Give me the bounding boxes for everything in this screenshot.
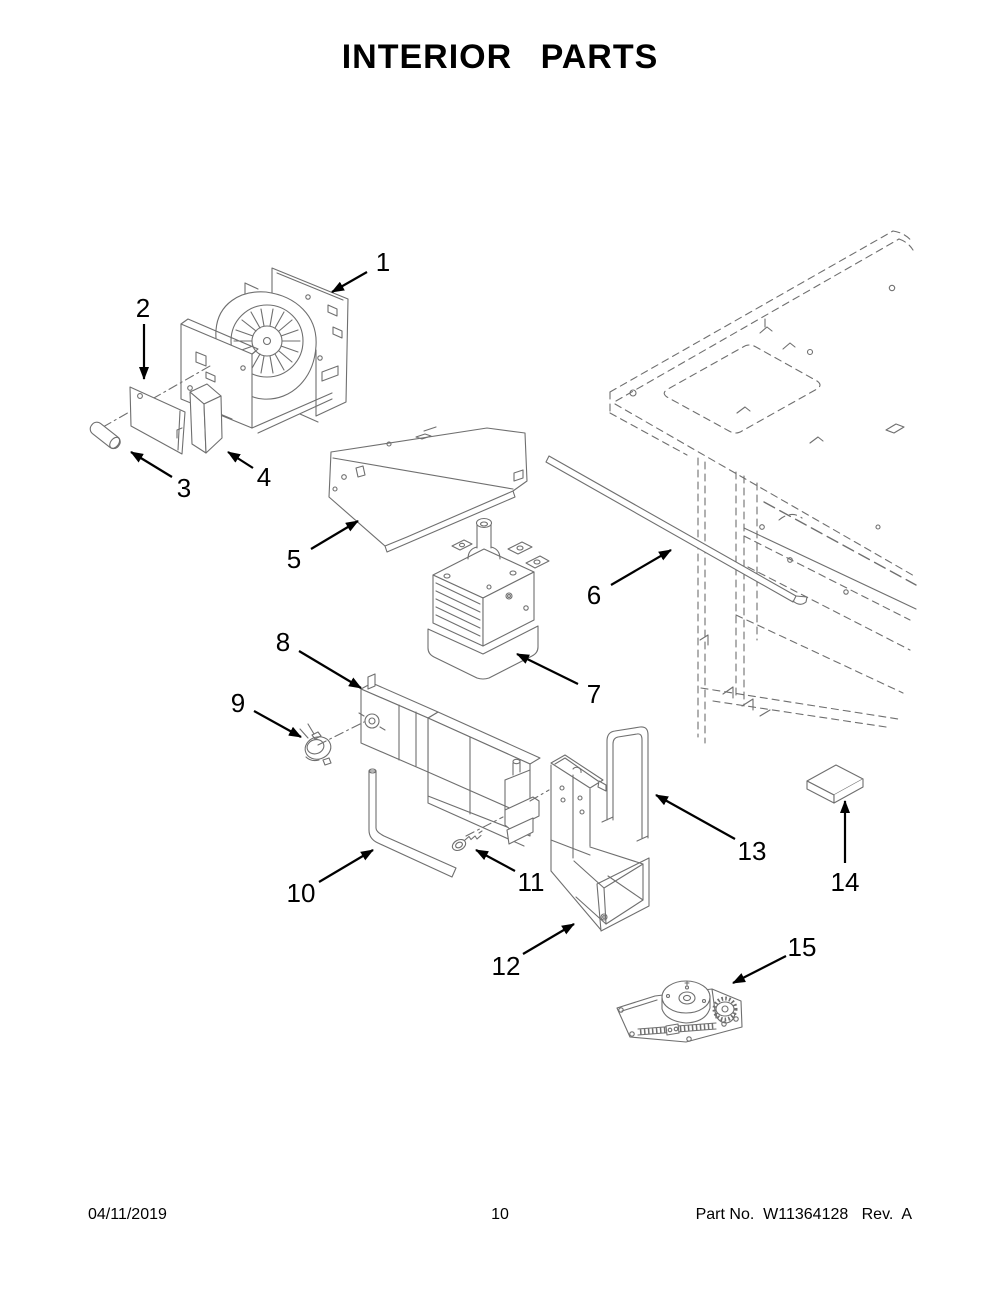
magnetron-drawing (427, 517, 550, 680)
centerline-socket-duct (317, 721, 365, 746)
callout-9-arrow (253, 710, 302, 738)
callout-13-arrow (655, 794, 736, 840)
callout-11-label: 11 (518, 867, 545, 897)
pin-drawing (89, 421, 121, 450)
chassis-frame-drawing (609, 230, 917, 744)
callout-2-label: 2 (136, 293, 150, 323)
callout-5-arrow (310, 520, 359, 550)
pad-drawing (806, 764, 864, 804)
screw-drawing (451, 830, 483, 852)
footer-part-info: Part No. W11364128 Rev. A (695, 1206, 912, 1223)
callout-3-arrow (130, 451, 173, 478)
lamp-socket-drawing (299, 723, 332, 766)
fan-wheel-drawing (233, 308, 301, 374)
tube-drawing (368, 768, 457, 878)
callout-1-label: 1 (376, 247, 390, 277)
callout-3-label: 3 (177, 473, 191, 503)
callout-7-label: 7 (587, 679, 601, 709)
callout-8-arrow (298, 650, 362, 689)
callout-12-arrow (522, 923, 575, 955)
callout-11-arrow (475, 849, 516, 872)
callout-7-arrow (516, 653, 579, 685)
block-drawing (189, 383, 223, 454)
channel-bracket-drawing (601, 726, 649, 842)
callout-15-arrow (732, 955, 787, 984)
air-duct-bracket-drawing (328, 426, 528, 553)
cover-plate-drawing (129, 386, 186, 455)
callout-9-label: 9 (231, 688, 245, 718)
centerline-duct-exhaust (529, 789, 550, 802)
callout-arrows (130, 271, 850, 984)
callout-8-label: 8 (276, 627, 290, 657)
callout-13-label: 13 (738, 836, 767, 866)
support-rod-drawing (545, 455, 808, 605)
centerline-pin-plate (102, 365, 211, 428)
blower-assembly-drawing (180, 267, 349, 434)
callout-6-label: 6 (587, 580, 601, 610)
vent-duct-assembly-drawing (358, 673, 541, 847)
callout-4-arrow (227, 451, 254, 469)
motor-assembly-drawing (616, 980, 743, 1043)
centerline-screw-duct (465, 816, 504, 837)
callout-10-label: 10 (287, 878, 316, 908)
callout-15-label: 15 (788, 932, 817, 962)
callout-14-label: 14 (831, 867, 860, 897)
exhaust-duct-drawing (550, 754, 650, 932)
footer-page-number: 10 (491, 1206, 509, 1223)
callout-12-label: 12 (492, 951, 521, 981)
callout-10-arrow (318, 849, 374, 883)
callout-4-label: 4 (257, 462, 271, 492)
callout-5-label: 5 (287, 544, 301, 574)
callout-1-arrow (331, 271, 368, 293)
footer-date: 04/11/2019 (88, 1206, 167, 1223)
callout-6-arrow (610, 549, 672, 586)
callout-labels: 1 2 3 4 5 6 7 8 9 10 11 12 13 14 15 (136, 247, 860, 981)
page-title: INTERIOR PARTS (341, 38, 659, 76)
